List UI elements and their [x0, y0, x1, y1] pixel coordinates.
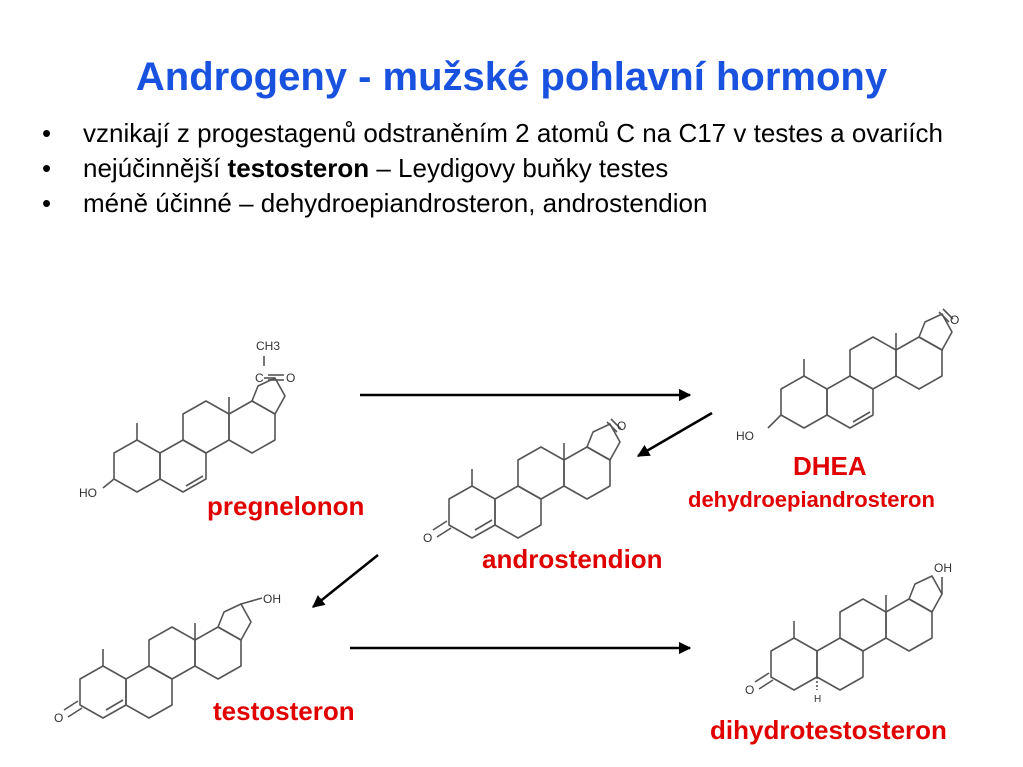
dhea-label: DHEA: [793, 451, 867, 481]
androstenedione-label: androstendion: [482, 544, 663, 574]
bullet-dot: •: [42, 118, 52, 148]
dht-label: dihydrotestosteron: [710, 715, 947, 745]
arrow-dhea-to-androstenedione: [636, 411, 713, 458]
testosterone-label: testosteron: [213, 696, 355, 726]
bullet-item: • vznikají z progestagenů odstraněním 2 …: [40, 118, 980, 149]
dht-structure: [754, 575, 943, 691]
dht-oh-label: OH: [934, 561, 952, 575]
dhea-o-label: O: [950, 313, 959, 327]
bullet-dot: •: [42, 153, 52, 183]
androstenedione-o17-label: O: [617, 419, 626, 433]
pregnenolone-c-label: C: [255, 371, 264, 385]
pregnenolone-structure: [102, 356, 286, 493]
bullet-text-pre: nejúčinnější: [83, 153, 228, 183]
testosterone-structure: [63, 597, 263, 719]
testosterone-o3-label: O: [54, 711, 63, 725]
androstenedione-structure: [432, 418, 622, 539]
bullet-list: • vznikají z progestagenů odstraněním 2 …: [40, 118, 980, 223]
arrow-androstenedione-to-testosterone: [312, 554, 379, 608]
androstenedione-o3-label: O: [423, 531, 432, 545]
dht-h-label: H: [814, 694, 821, 705]
dhea-sublabel: dehydroepiandrosteron: [688, 487, 935, 512]
bullet-text-post: – Leydigovy buňky testes: [369, 153, 669, 183]
dhea-ho-label: HO: [736, 429, 754, 443]
dht-o3-label: O: [745, 683, 754, 697]
pregnenolone-label: pregnelonon: [207, 491, 365, 521]
bullet-item: • méně účinné – dehydroepiandrosteron, a…: [40, 188, 980, 219]
bullet-text-bold: testosteron: [227, 153, 370, 183]
bullet-item: • nejúčinnější testosteron – Leydigovy b…: [40, 153, 980, 184]
testosterone-oh-label: OH: [263, 592, 281, 606]
bullet-text: méně účinné – dehydroepiandrosteron, and…: [83, 188, 708, 218]
dhea-structure: [767, 308, 954, 429]
pregnenolone-ch3-label: CH3: [256, 339, 280, 353]
bullet-text: vznikají z progestagenů odstraněním 2 at…: [83, 118, 943, 148]
bullet-dot: •: [42, 188, 52, 218]
pregnenolone-o-label: O: [286, 371, 295, 385]
slide-title: Androgeny - mužské pohlavní hormony: [135, 55, 888, 99]
pregnenolone-ho-label: HO: [79, 486, 97, 500]
